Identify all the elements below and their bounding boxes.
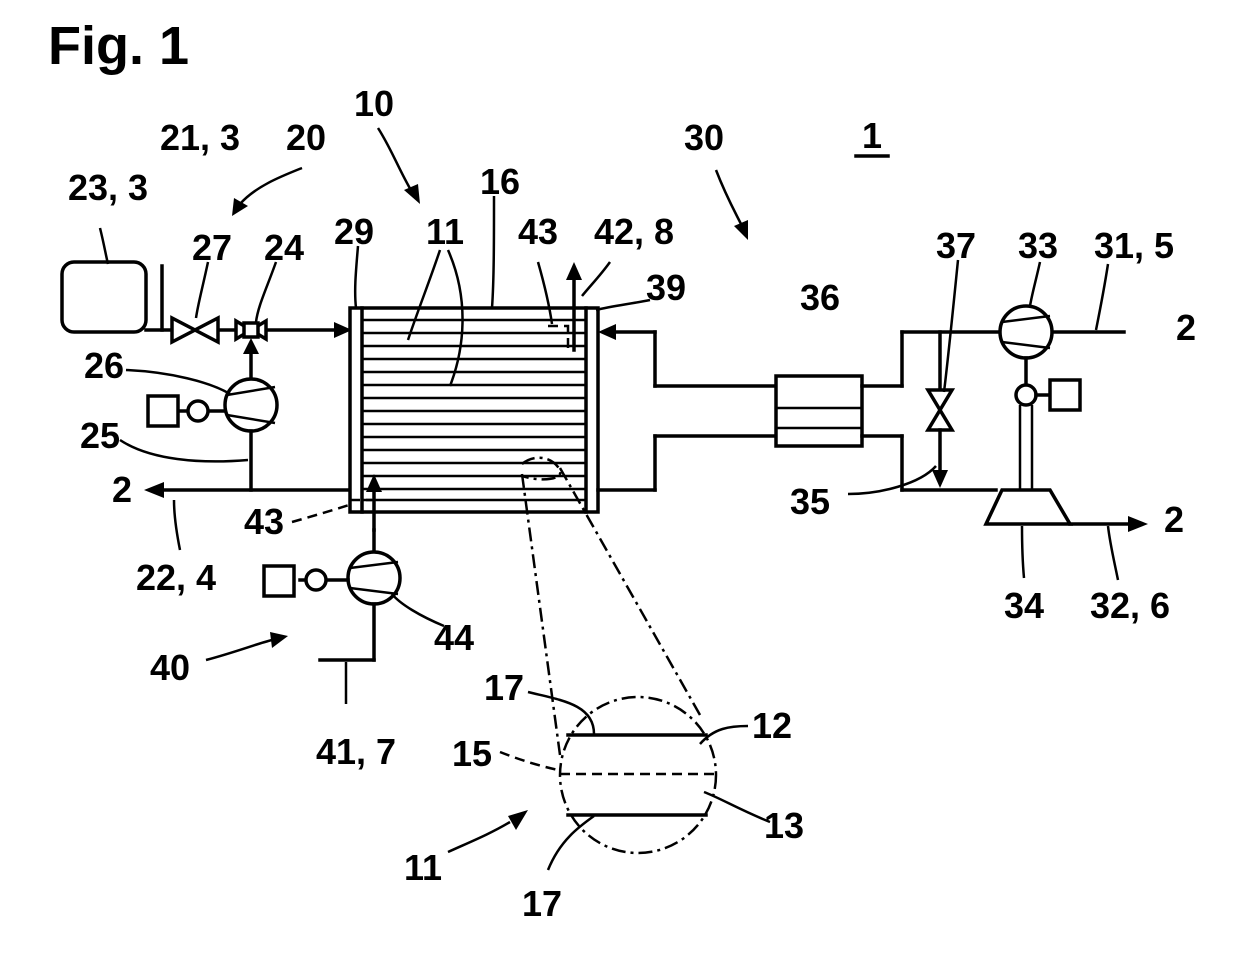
label-36: 36	[800, 277, 840, 318]
coolant-outlet-arrow	[566, 262, 582, 280]
label-43-bottom: 43	[244, 501, 284, 542]
exhaust-turbine	[986, 490, 1148, 532]
hydrogen-tank	[62, 262, 146, 332]
fuel-cell-stack	[350, 262, 598, 530]
label-31-5: 31, 5	[1094, 225, 1174, 266]
label-21-3: 21, 3	[160, 117, 240, 158]
label-16: 16	[480, 161, 520, 202]
coolant-supply	[264, 530, 400, 660]
anode-exhaust-path	[144, 482, 350, 498]
label-33: 33	[1018, 225, 1058, 266]
label-30: 30	[684, 117, 724, 158]
recirculation-pump	[148, 379, 277, 490]
label-40: 40	[150, 647, 190, 688]
label-42-8: 42, 8	[594, 211, 674, 252]
label-2-right-top: 2	[1176, 307, 1196, 348]
label-39: 39	[646, 267, 686, 308]
label-24: 24	[264, 227, 304, 268]
humidifier	[776, 376, 862, 446]
label-34: 34	[1004, 585, 1044, 626]
label-17-bottom: 17	[522, 883, 562, 924]
label-12: 12	[752, 705, 792, 746]
label-32-6: 32, 6	[1090, 585, 1170, 626]
label-2-left: 2	[112, 469, 132, 510]
label-15: 15	[452, 733, 492, 774]
cathode-inlet-arrow	[598, 324, 616, 340]
label-35: 35	[790, 481, 830, 522]
coolant-pump	[348, 552, 400, 604]
label-29: 29	[334, 211, 374, 252]
label-23-3: 23, 3	[68, 167, 148, 208]
label-27: 27	[192, 227, 232, 268]
label-44: 44	[434, 617, 474, 658]
label-17-top: 17	[484, 667, 524, 708]
label-11-bottom: 11	[404, 847, 442, 888]
label-41-7: 41, 7	[316, 731, 396, 772]
label-13: 13	[764, 805, 804, 846]
cell-detail-view	[522, 458, 716, 853]
label-26: 26	[84, 345, 124, 386]
recirculation-arrow	[243, 338, 259, 354]
label-11-top: 11	[426, 211, 464, 252]
label-system: 1	[862, 115, 882, 156]
anode-exhaust-arrow	[144, 482, 164, 498]
figure-title: Fig. 1	[48, 16, 189, 76]
label-2-right-bottom: 2	[1164, 499, 1184, 540]
label-22-4: 22, 4	[136, 557, 216, 598]
bypass-arrow	[932, 470, 948, 488]
label-37: 37	[936, 225, 976, 266]
label-43-top: 43	[518, 211, 558, 252]
label-10: 10	[354, 83, 394, 124]
label-20: 20	[286, 117, 326, 158]
label-25: 25	[80, 415, 120, 456]
cathode-exhaust-arrow	[1128, 516, 1148, 532]
